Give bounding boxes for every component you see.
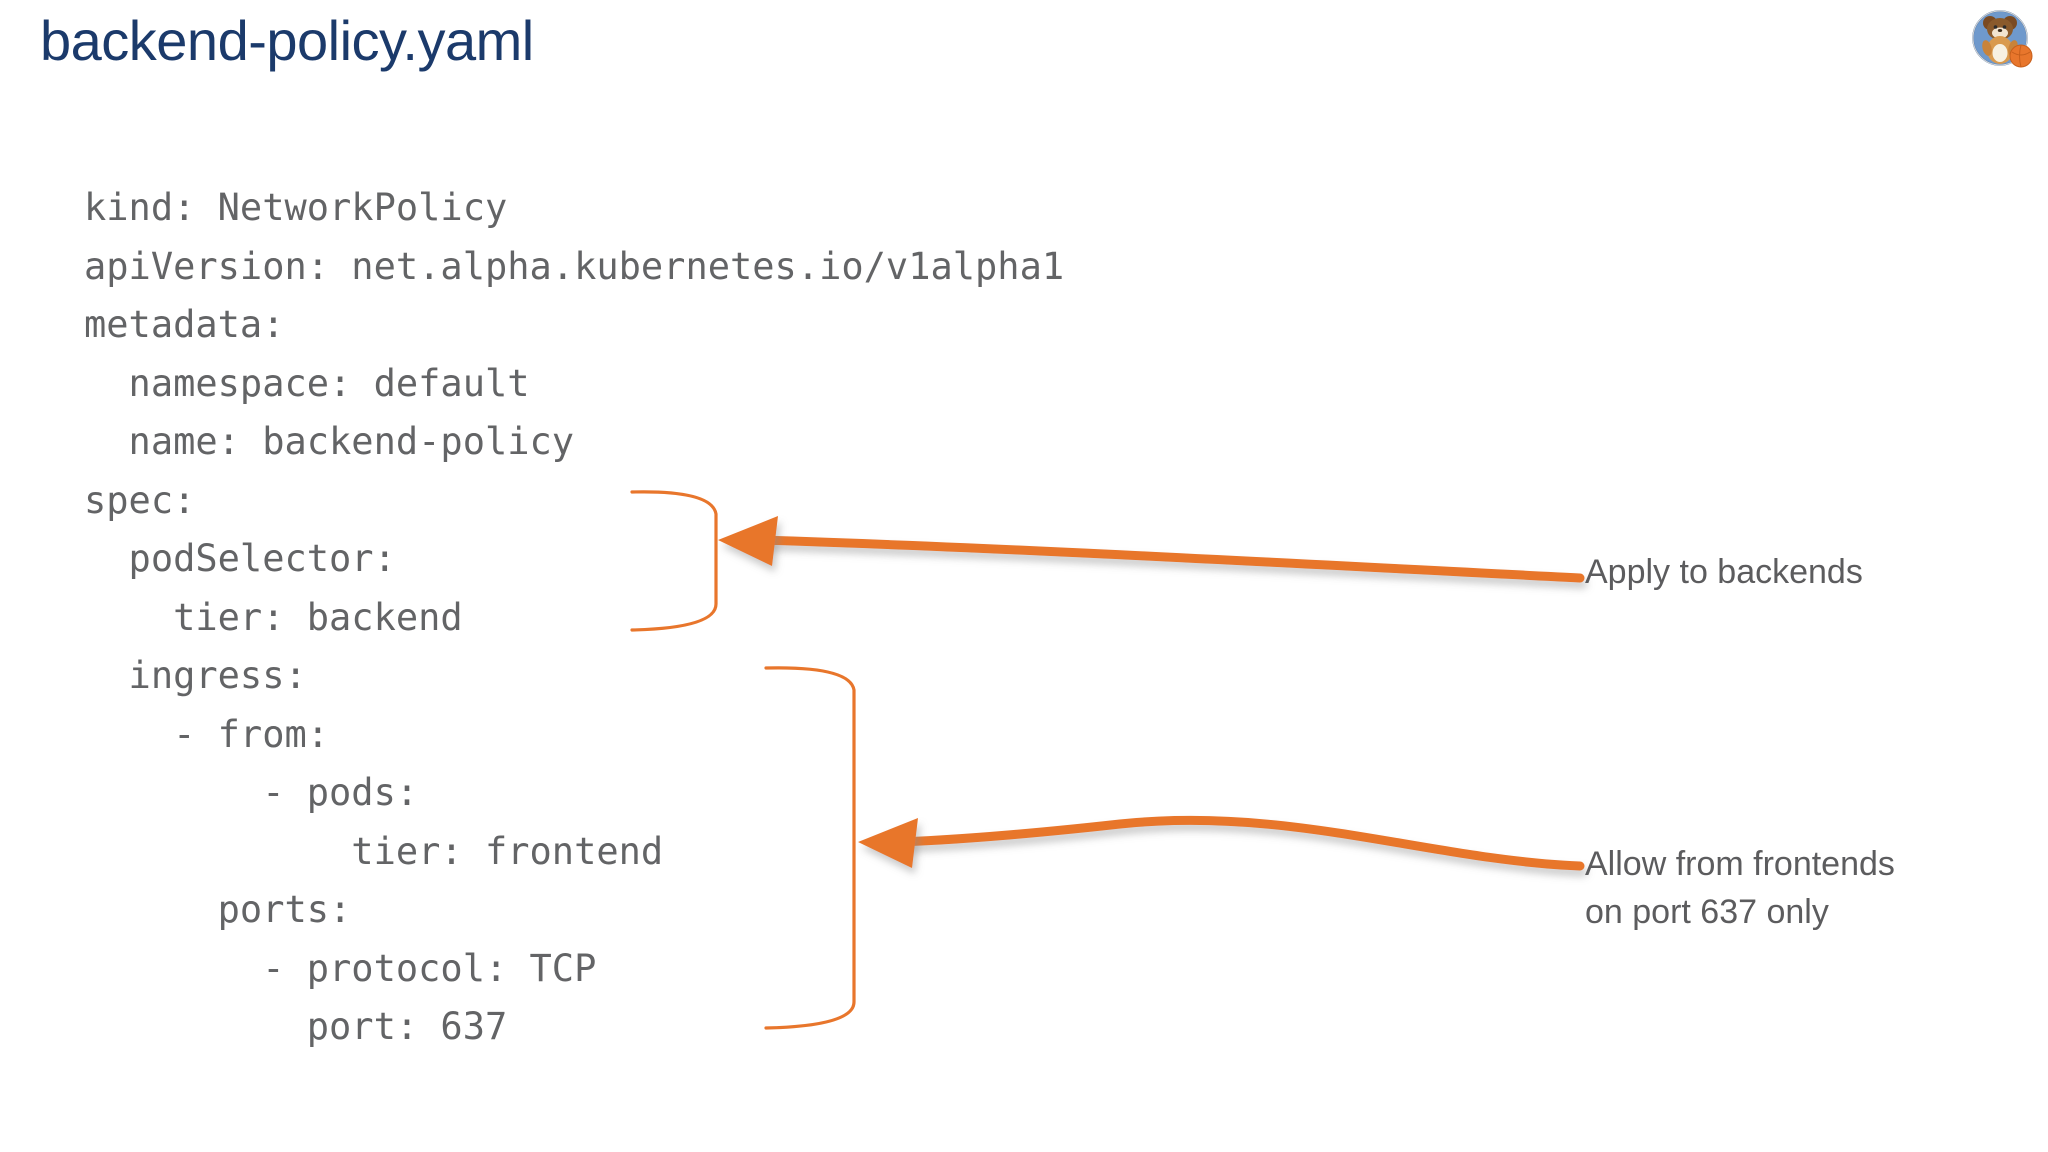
code-line: apiVersion: net.alpha.kubernetes.io/v1al…: [84, 244, 1065, 288]
code-line: tier: backend: [84, 595, 463, 639]
code-line: port: 637: [84, 1005, 508, 1048]
page-title: backend-policy.yaml: [40, 9, 534, 72]
code-line: tier: frontend: [84, 829, 664, 873]
code-line: podSelector:: [84, 537, 396, 580]
bear-mascot-logo: [1970, 8, 2034, 72]
code-line: name: backend-policy: [84, 420, 575, 463]
annotation-label-allow-from-frontends: Allow from frontends on port 637 only: [1585, 845, 1895, 931]
bear-mascot-icon: [1972, 10, 2033, 68]
annotation-label-apply-to-backends: Apply to backends: [1585, 553, 1863, 591]
code-line: spec:: [84, 478, 196, 522]
code-line: metadata:: [84, 303, 285, 346]
code-line: kind: NetworkPolicy: [84, 186, 508, 229]
yaml-code-block: kind: NetworkPolicy apiVersion: net.alpha…: [84, 179, 1064, 1057]
code-line: - pods:: [84, 771, 419, 814]
code-line: - from:: [84, 712, 330, 756]
code-line: ingress:: [84, 654, 307, 697]
code-line: - protocol: TCP: [84, 946, 597, 990]
code-line: ports:: [84, 888, 352, 931]
code-line: namespace: default: [84, 361, 530, 405]
